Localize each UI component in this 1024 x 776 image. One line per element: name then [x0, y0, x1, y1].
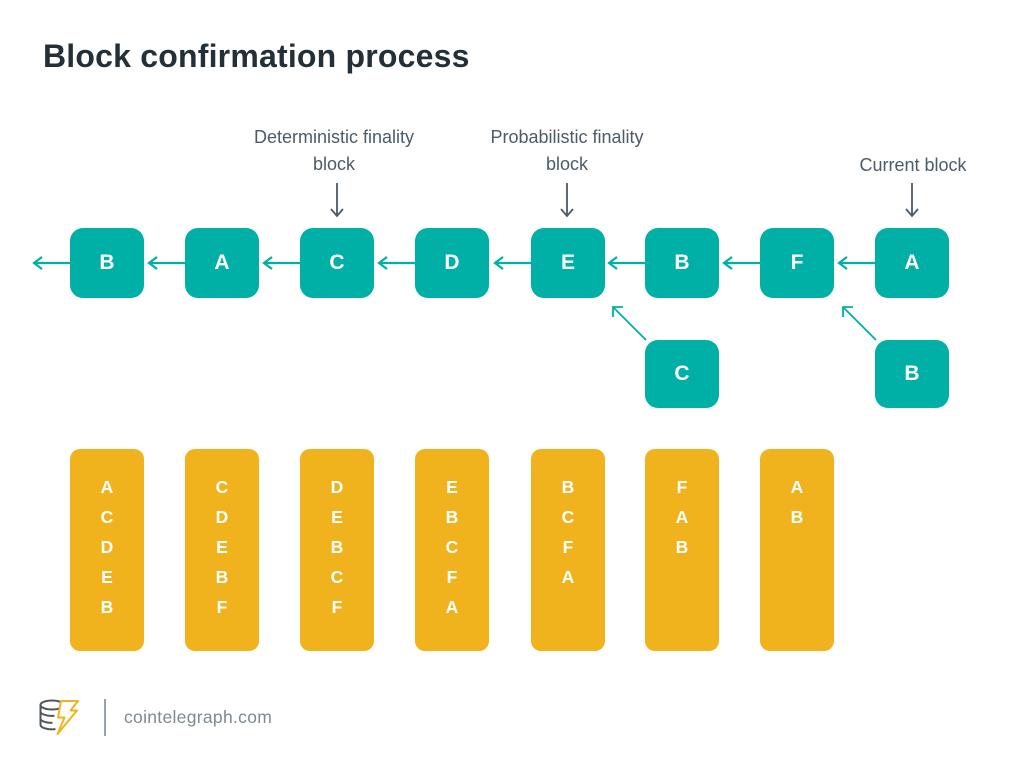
column-letter: C [330, 567, 344, 587]
down-arrow-icon [330, 183, 344, 218]
fork-arrow-icon [612, 306, 647, 341]
column-letter: C [561, 507, 575, 527]
left-arrow-icon [147, 256, 185, 270]
column-letter: F [446, 567, 458, 587]
column-letter: D [100, 537, 114, 557]
confirmation-column-0: A C D E B [70, 449, 144, 651]
chain-block-0: B [70, 228, 144, 298]
column-letter: C [445, 537, 459, 557]
left-arrow-icon [837, 256, 875, 270]
column-letter: A [100, 477, 114, 497]
chain-block-6: F [760, 228, 834, 298]
footer: cointelegraph.com [36, 694, 272, 740]
page-title: Block confirmation process [43, 38, 470, 74]
column-letter: A [675, 507, 689, 527]
down-arrow-icon [560, 183, 574, 218]
column-letter: A [790, 477, 804, 497]
fork-block-c: C [645, 340, 719, 408]
confirmation-column-4: B C F A [531, 449, 605, 651]
footer-divider [104, 698, 106, 736]
confirmation-column-2: D E B C F [300, 449, 374, 651]
column-letter: C [215, 477, 229, 497]
confirmation-column-6: A B [760, 449, 834, 651]
chain-block-4: E [531, 228, 605, 298]
column-letter: F [216, 597, 228, 617]
column-letter: C [100, 507, 114, 527]
column-letter: B [215, 567, 229, 587]
down-arrow-icon [905, 183, 919, 218]
annotation-deterministic-finality: Deterministic finality block [253, 127, 415, 174]
column-letter: A [561, 567, 575, 587]
confirmation-column-1: C D E B F [185, 449, 259, 651]
chain-block-3: D [415, 228, 489, 298]
column-letter: A [445, 597, 459, 617]
column-letter: D [330, 477, 344, 497]
confirmation-column-5: F A B [645, 449, 719, 651]
left-arrow-icon [722, 256, 760, 270]
column-letter: B [561, 477, 575, 497]
column-letter: B [330, 537, 344, 557]
chain-block-1: A [185, 228, 259, 298]
annotation-current-block: Current block [859, 155, 967, 175]
column-letter: E [216, 537, 228, 557]
column-letter: B [100, 597, 114, 617]
fork-arrow-icon [842, 306, 877, 341]
cointelegraph-logo [39, 699, 79, 735]
chain-block-7: A [875, 228, 949, 298]
column-letter: F [676, 477, 688, 497]
left-arrow-icon [607, 256, 645, 270]
left-arrow-icon [262, 256, 300, 270]
confirmation-column-3: E B C F A [415, 449, 489, 651]
left-arrow-icon [493, 256, 531, 270]
column-letter: F [331, 597, 343, 617]
column-letter: E [446, 477, 458, 497]
column-letter: B [790, 507, 804, 527]
column-letter: B [675, 537, 689, 557]
column-letter: E [331, 507, 343, 527]
column-letter: E [101, 567, 113, 587]
column-letter: B [445, 507, 459, 527]
column-letter: F [562, 537, 574, 557]
chain-block-5: B [645, 228, 719, 298]
left-arrow-icon [32, 256, 70, 270]
column-letter: D [215, 507, 229, 527]
chain-block-2: C [300, 228, 374, 298]
annotation-probabilistic-finality: Probabilistic finality block [490, 127, 644, 174]
left-arrow-icon [377, 256, 415, 270]
footer-site-text: cointelegraph.com [124, 706, 273, 727]
fork-block-b: B [875, 340, 949, 408]
